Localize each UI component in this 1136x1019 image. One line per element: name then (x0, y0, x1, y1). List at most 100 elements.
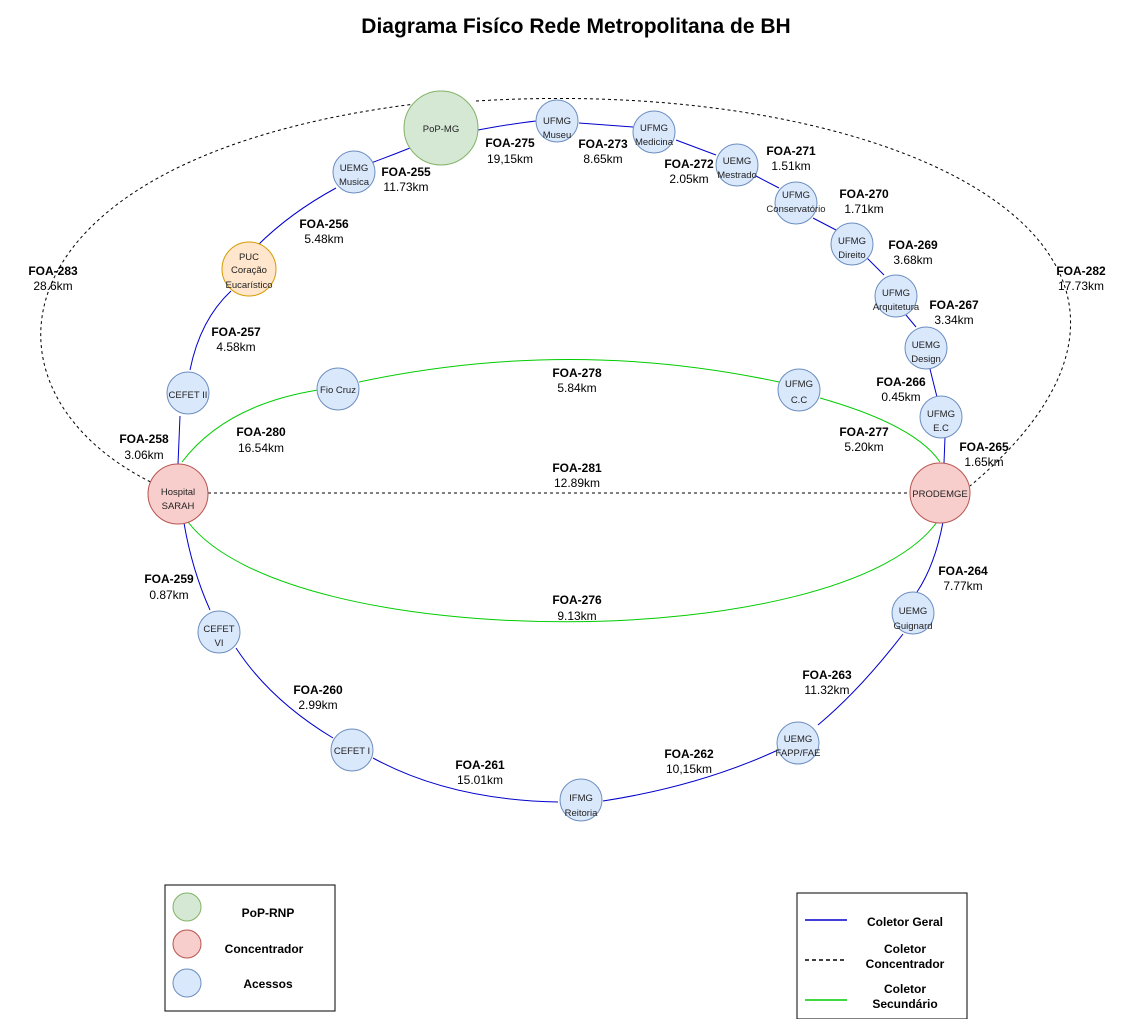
edge-label-foa-269: FOA-269 3.68km (888, 238, 938, 267)
link-foa-278 (358, 359, 780, 383)
legend-item-acessos: Acessos (172, 968, 293, 998)
node-ufmg-cc[interactable]: UFMG C.C (777, 368, 821, 412)
node-label: Hospital (161, 487, 195, 498)
link-foa-259 (183, 522, 211, 611)
node-uemg-guignard[interactable]: UEMG Guignard (891, 591, 935, 635)
node-uemg-musica[interactable]: UEMG Musica (332, 150, 376, 194)
edge-distance: 28.6km (33, 279, 72, 293)
node-ufmg-direito[interactable]: UFMG Direito (830, 222, 874, 266)
edge-distance: 1.51km (771, 159, 810, 173)
edge-id: FOA-258 (119, 432, 169, 446)
legend-item-coletor-concentrador: Coletor Concentrador (805, 942, 945, 971)
edge-id: FOA-261 (455, 758, 505, 772)
node-ufmg-museu[interactable]: UFMG Museu (535, 99, 579, 143)
edge-label-foa-255: FOA-255 11.73km (381, 165, 431, 194)
node-puc-coracao-eucaristico[interactable]: PUC Coração Eucarístico (221, 241, 277, 297)
legend-label: Secundário (872, 997, 937, 1011)
link-foa-262 (602, 749, 779, 802)
edge-id: FOA-263 (802, 668, 852, 682)
edge-label-foa-267: FOA-267 3.34km (929, 298, 979, 327)
node-label: PRODEMGE (912, 489, 967, 500)
legend-label: PoP-RNP (242, 906, 295, 920)
node-label: UFMG (782, 190, 810, 201)
link-foa-271 (755, 175, 780, 189)
node-label: Reitoria (565, 808, 598, 819)
node-uemg-fapp-fae[interactable]: UEMG FAPP/FAE (776, 721, 821, 765)
secondary-collector-lines (181, 359, 941, 623)
node-label: Fio Cruz (320, 385, 356, 396)
node-fio-cruz[interactable]: Fio Cruz (316, 367, 360, 411)
node-hospital-sarah[interactable]: Hospital SARAH (147, 463, 209, 525)
edge-id: FOA-280 (236, 425, 286, 439)
node-label: E.C (933, 423, 949, 434)
edge-labels: FOA-255 11.73km FOA-256 5.48km FOA-257 4… (28, 136, 1106, 787)
edge-id: FOA-262 (664, 747, 714, 761)
node-label: C.C (791, 395, 808, 406)
edge-label-foa-282: FOA-282 17.73km (1056, 264, 1106, 293)
link-foa-267 (905, 314, 917, 328)
node-cefet-vi[interactable]: CEFET VI (197, 610, 241, 654)
link-foa-255 (370, 147, 411, 164)
node-uemg-design[interactable]: UEMG Design (904, 326, 948, 370)
link-foa-266 (929, 368, 938, 398)
node-ufmg-ec[interactable]: UFMG E.C (919, 395, 963, 439)
edge-label-foa-283: FOA-283 28.6km (28, 264, 78, 293)
edge-label-foa-261: FOA-261 15.01km (455, 758, 505, 787)
node-ufmg-medicina[interactable]: UFMG Medicina (632, 110, 676, 154)
node-prodemge[interactable]: PRODEMGE (909, 462, 971, 524)
link-foa-269 (865, 256, 885, 276)
edge-id: FOA-264 (938, 564, 988, 578)
legend-item-pop-rnp: PoP-RNP (172, 892, 295, 922)
edge-label-foa-257: FOA-257 4.58km (211, 325, 261, 354)
node-ufmg-conservatorio[interactable]: UFMG Conservatório (766, 181, 826, 225)
node-ufmg-arquitetura[interactable]: UFMG Arquitetura (873, 274, 920, 318)
edge-distance: 9.13km (557, 609, 596, 623)
link-foa-275 (477, 120, 537, 131)
edge-id: FOA-260 (293, 683, 343, 697)
edge-distance: 2.99km (298, 698, 337, 712)
node-cefet-ii[interactable]: CEFET II (166, 371, 210, 415)
edge-id: FOA-267 (929, 298, 979, 312)
node-uemg-mestrado[interactable]: UEMG Mestrado (715, 143, 759, 187)
edge-distance: 0.45km (881, 390, 920, 404)
link-foa-263 (817, 633, 904, 726)
legend-item-coletor-geral: Coletor Geral (805, 915, 943, 929)
edge-id: FOA-273 (578, 137, 628, 151)
node-label: PUC (239, 252, 259, 263)
node-ifmg-reitoria[interactable]: IFMG Reitoria (559, 778, 603, 822)
node-label: IFMG (569, 793, 593, 804)
link-foa-265 (943, 436, 946, 464)
node-label: UFMG (543, 116, 571, 127)
node-label: Medicina (635, 137, 674, 148)
node-label: UFMG (838, 236, 866, 247)
node-label: UFMG (785, 379, 813, 390)
link-foa-270 (812, 217, 837, 231)
link-foa-276 (187, 521, 938, 623)
diagram-title: Diagrama Fisíco Rede Metropolitana de BH (361, 15, 790, 38)
node-label: SARAH (162, 501, 195, 512)
link-foa-277 (819, 397, 941, 463)
edge-id: FOA-255 (381, 165, 431, 179)
edge-distance: 5.84km (557, 381, 596, 395)
edge-id: FOA-271 (766, 144, 816, 158)
edge-distance: 16.54km (238, 441, 284, 455)
edge-distance: 17.73km (1058, 279, 1104, 293)
legend-label: Coletor (884, 942, 926, 956)
edge-distance: 7.77km (943, 579, 982, 593)
edge-id: FOA-256 (299, 217, 349, 231)
edge-label-foa-256: FOA-256 5.48km (299, 217, 349, 246)
edge-id: FOA-283 (28, 264, 78, 278)
legend-label: Concentrador (866, 957, 945, 971)
edge-distance: 1.65km (964, 455, 1003, 469)
edge-id: FOA-278 (552, 366, 602, 380)
node-pop-mg[interactable]: PoP-MG (403, 90, 479, 166)
edge-id: FOA-275 (485, 136, 535, 150)
node-label: UFMG (882, 288, 910, 299)
edge-id: FOA-270 (839, 187, 889, 201)
node-label: Museu (543, 130, 572, 141)
node-legend: PoP-RNP Concentrador Acessos (164, 884, 336, 1012)
edge-distance: 5.48km (304, 232, 343, 246)
node-cefet-i[interactable]: CEFET I (330, 728, 374, 772)
edge-distance: 3.34km (934, 313, 973, 327)
